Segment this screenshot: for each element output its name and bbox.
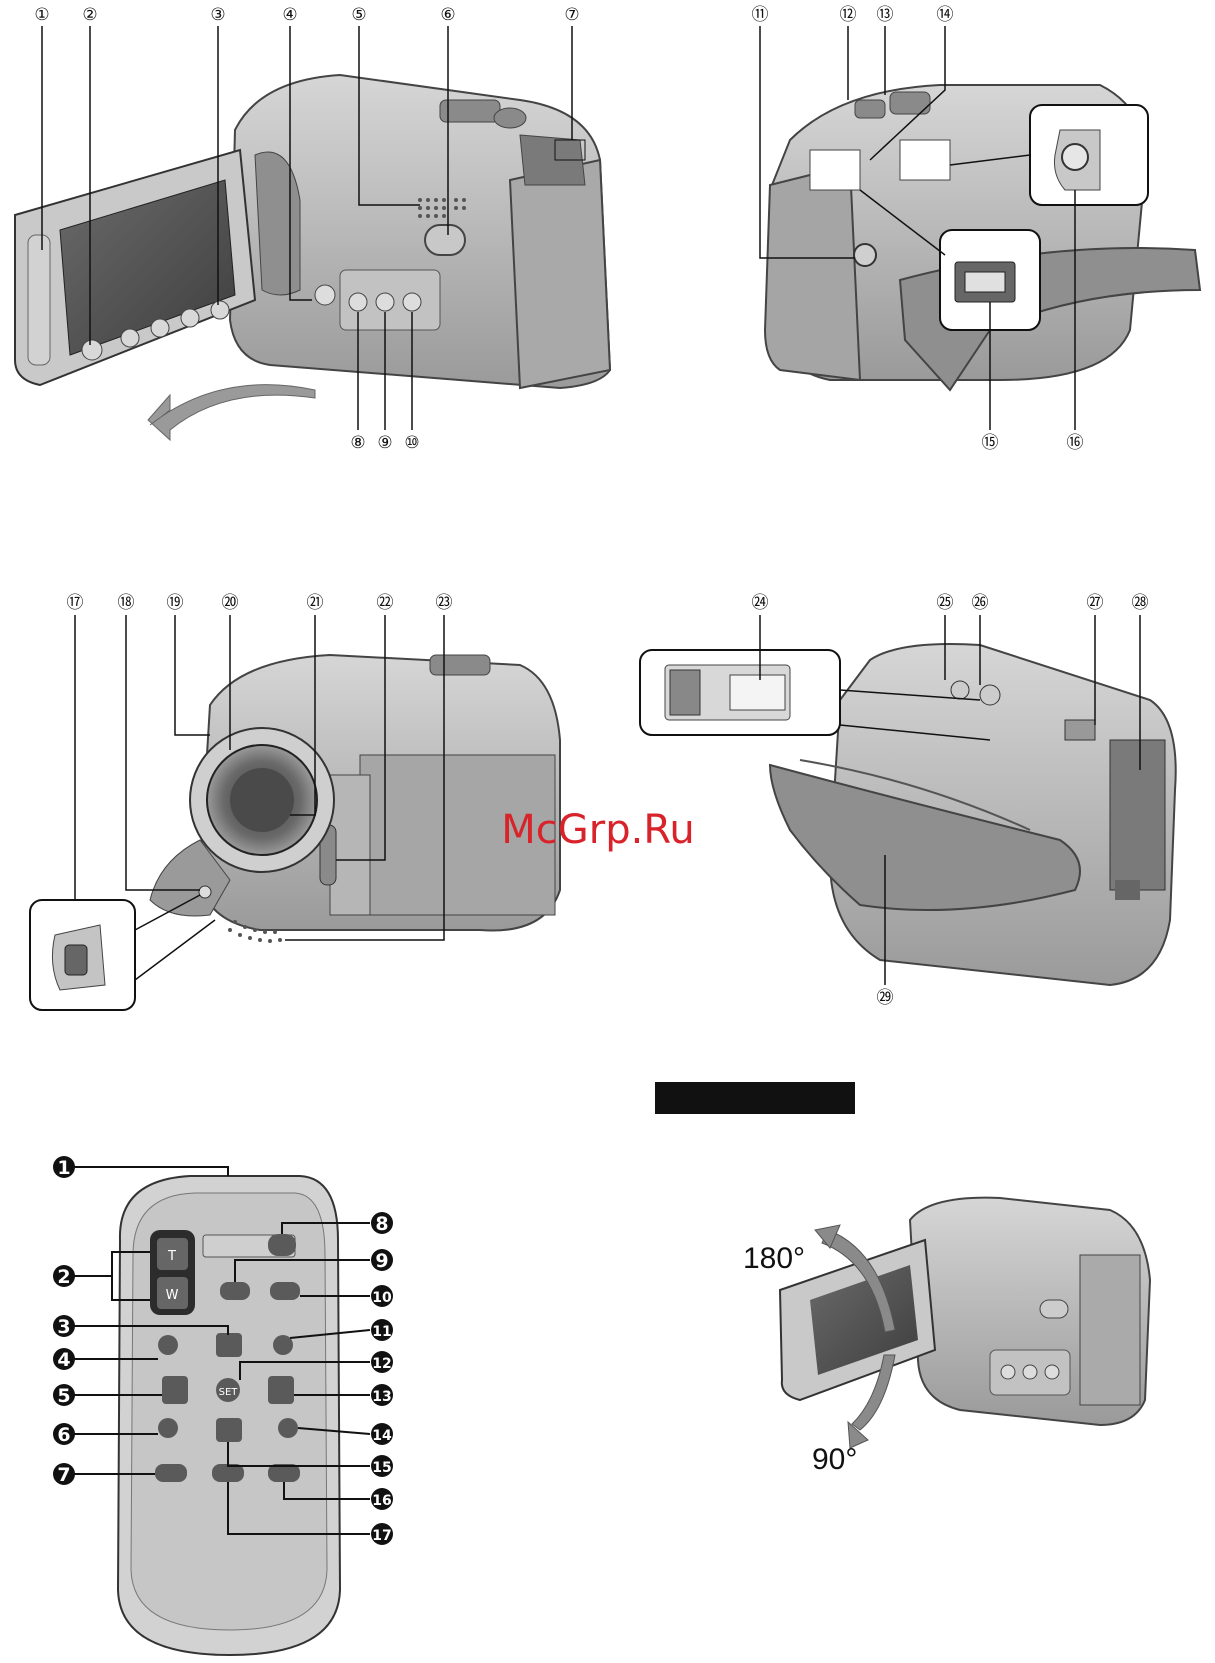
remote-callout-12: 12 xyxy=(372,1356,391,1372)
remote-callout-6: 6 xyxy=(57,1424,70,1446)
callout-10: ⑩ xyxy=(404,433,419,453)
callout-2: ② xyxy=(82,5,97,25)
section-heading-bar xyxy=(655,1082,855,1114)
camera-bottom-view: ㉔ ㉕ ㉖ ㉗ ㉘ ㉙ xyxy=(640,593,1176,1008)
remote-callout-10: 10 xyxy=(372,1290,392,1306)
remote-callout-9: 9 xyxy=(375,1250,388,1272)
set-label: SET xyxy=(219,1387,239,1398)
remote-callout-13: 13 xyxy=(372,1389,391,1405)
remote-callout-15: 15 xyxy=(372,1460,391,1476)
callout-22: ㉒ xyxy=(377,593,394,613)
remote-callouts-left: 1 2 3 4 5 6 7 xyxy=(53,1156,75,1486)
zoom-w-label: W xyxy=(166,1288,179,1303)
callout-19: ⑲ xyxy=(167,593,184,613)
callout-3: ③ xyxy=(210,5,225,25)
watermark-text: McGrp.Ru xyxy=(501,807,694,853)
camera-front-lens-view: ⑰ ⑱ ⑲ ⑳ ㉑ ㉒ ㉓ xyxy=(30,593,560,1010)
callout-14: ⑭ xyxy=(937,5,954,25)
callout-6: ⑥ xyxy=(440,5,455,25)
angle-180-label: 180° xyxy=(743,1242,805,1275)
remote-callout-2: 2 xyxy=(57,1266,70,1288)
remote-callout-17: 17 xyxy=(372,1528,391,1544)
lcd-rotation-view: 180° 90° xyxy=(743,1198,1150,1476)
remote-callout-8: 8 xyxy=(375,1213,388,1235)
callout-28: ㉘ xyxy=(1132,593,1149,613)
callout-9: ⑨ xyxy=(377,433,392,453)
callout-26: ㉖ xyxy=(972,593,989,613)
callout-29: ㉙ xyxy=(877,988,894,1008)
callout-25: ㉕ xyxy=(937,593,954,613)
callout-13: ⑬ xyxy=(877,5,894,25)
remote-callout-5: 5 xyxy=(57,1385,70,1407)
callout-4: ④ xyxy=(282,5,297,25)
callout-7: ⑦ xyxy=(564,5,579,25)
remote-control: T W SET xyxy=(53,1156,393,1655)
callout-17: ⑰ xyxy=(67,593,84,613)
callout-labels-view-3: ⑰ ⑱ ⑲ ⑳ ㉑ ㉒ ㉓ xyxy=(67,593,453,613)
callout-21: ㉑ xyxy=(307,593,324,613)
callout-8: ⑧ xyxy=(350,433,365,453)
callout-20: ⑳ xyxy=(222,593,239,613)
callout-11: ⑪ xyxy=(752,5,769,25)
angle-90-label: 90° xyxy=(812,1443,857,1476)
remote-callout-4: 4 xyxy=(57,1349,70,1371)
camera-front-open-view: ① ② ③ ④ ⑤ ⑥ ⑦ ⑧ ⑨ ⑩ xyxy=(15,5,610,453)
callout-15: ⑮ xyxy=(982,433,999,453)
callout-18: ⑱ xyxy=(118,593,135,613)
remote-callout-14: 14 xyxy=(372,1428,392,1444)
remote-callout-11: 11 xyxy=(372,1324,391,1340)
camera-rear-view: ⑪ ⑫ ⑬ ⑭ ⑮ ⑯ xyxy=(752,5,1201,453)
callout-12: ⑫ xyxy=(840,5,857,25)
callout-16: ⑯ xyxy=(1067,433,1084,453)
remote-callout-3: 3 xyxy=(57,1316,70,1338)
callout-24: ㉔ xyxy=(752,593,769,613)
remote-callout-1: 1 xyxy=(57,1157,70,1179)
zoom-t-label: T xyxy=(167,1249,176,1264)
callout-1: ① xyxy=(34,5,49,25)
callout-23: ㉓ xyxy=(436,593,453,613)
remote-callout-7: 7 xyxy=(57,1464,70,1486)
remote-callouts-right: 8 9 10 11 12 13 14 15 16 17 xyxy=(371,1212,393,1545)
callout-27: ㉗ xyxy=(1087,593,1104,613)
callout-5: ⑤ xyxy=(351,5,366,25)
remote-callout-16: 16 xyxy=(372,1493,391,1509)
